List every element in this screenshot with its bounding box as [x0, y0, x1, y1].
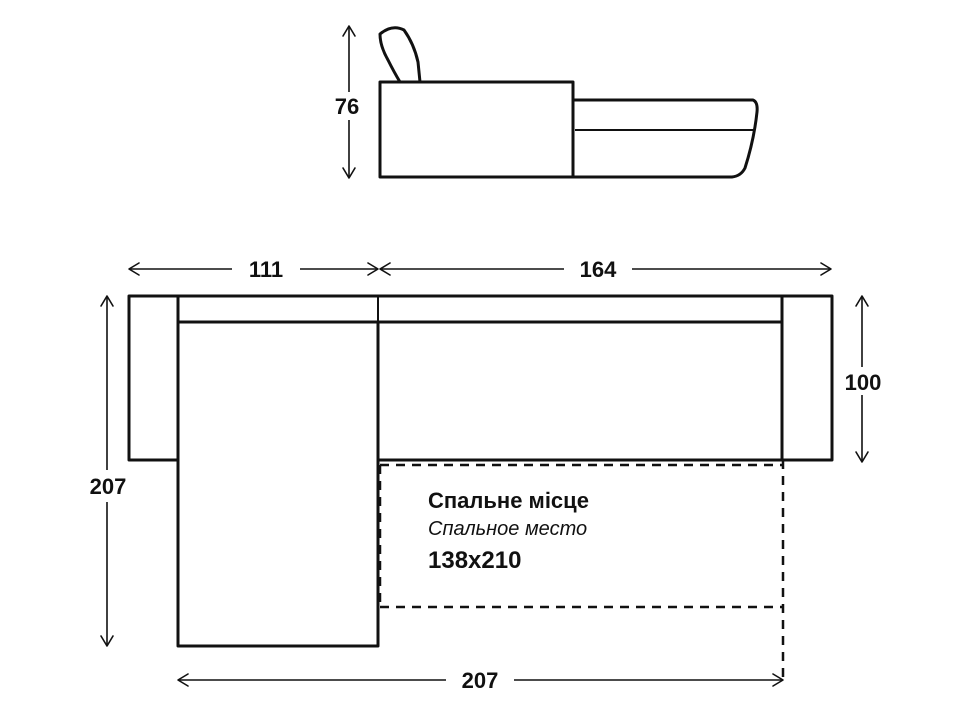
sleeping-area-outline	[378, 460, 785, 682]
side-view-extension	[571, 98, 759, 179]
sleeping-area-title-ru: Спальное место	[428, 518, 587, 540]
dim-sleeping-length-label: 207	[462, 668, 499, 693]
sleeping-area-label: Спальне місце Спальное место 138x210	[428, 488, 589, 574]
dim-chaise-width-label: 111	[249, 257, 283, 282]
dim-depth: 100	[838, 295, 888, 463]
side-view-backrest	[378, 26, 422, 84]
side-view: 76	[330, 25, 759, 179]
top-view	[127, 294, 834, 682]
dim-height: 76	[330, 25, 368, 179]
dim-sofa-width-label: 164	[580, 257, 617, 282]
sofa-seat	[376, 320, 784, 462]
dim-total-depth-label: 207	[90, 474, 127, 499]
dim-total-depth: 207	[82, 295, 132, 647]
dim-depth-label: 100	[845, 370, 882, 395]
dim-height-label: 76	[335, 94, 359, 119]
sleeping-area-size: 138x210	[428, 547, 521, 574]
dim-sleeping-length: 207	[177, 666, 784, 694]
dim-chaise-width: 111	[128, 256, 379, 284]
dim-sofa-width: 164	[379, 256, 832, 284]
side-view-body	[378, 80, 575, 179]
sleeping-area-title-ua: Спальне місце	[428, 488, 589, 513]
left-armrest	[127, 294, 180, 462]
backrest-top	[176, 294, 784, 324]
right-armrest	[780, 294, 834, 462]
chaise-seat	[176, 320, 380, 648]
